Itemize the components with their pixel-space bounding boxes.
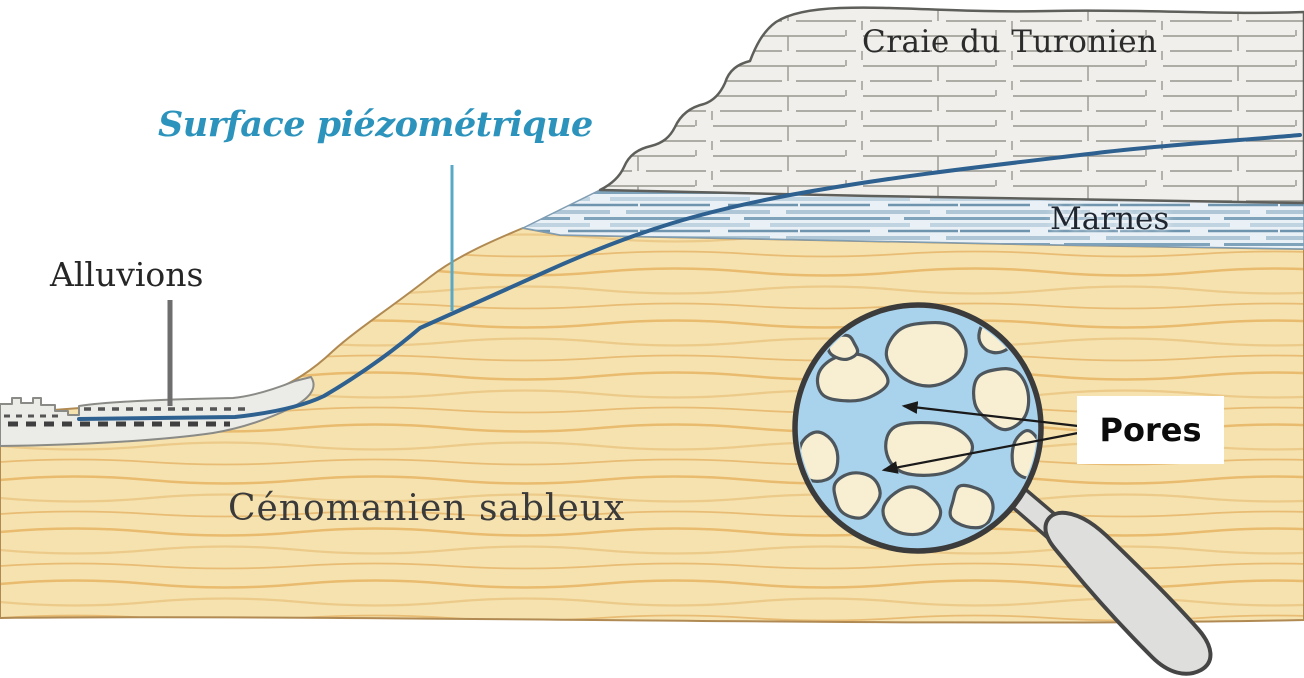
alluvium-label: Alluvions bbox=[50, 255, 204, 294]
sand-grain bbox=[972, 367, 1031, 432]
marl-label: Marnes bbox=[1050, 201, 1170, 237]
pores-arrows bbox=[881, 401, 1079, 474]
sand-grain bbox=[884, 320, 968, 388]
piezometric-label: Surface piézométrique bbox=[158, 104, 593, 145]
piezometric-surface-line bbox=[77, 133, 1302, 421]
sand-grain bbox=[815, 352, 890, 403]
sand-grain bbox=[799, 430, 840, 484]
magnifying-glass-icon bbox=[792, 302, 1213, 676]
sand-grain bbox=[881, 485, 943, 537]
sand-label: Cénomanien sableux bbox=[228, 488, 626, 529]
sand-grain bbox=[884, 420, 975, 477]
chalk-label: Craie du Turonien bbox=[862, 24, 1158, 60]
chalk-layer bbox=[598, 6, 1304, 205]
magnifier-rim bbox=[792, 302, 1044, 554]
pores-label-box: Pores bbox=[1077, 396, 1224, 464]
sand-grain bbox=[948, 483, 995, 530]
alluvium-deposit bbox=[0, 376, 315, 447]
magnifier-handle-grip bbox=[1043, 510, 1213, 676]
sand-grain bbox=[832, 471, 882, 520]
pores-label: Pores bbox=[1099, 411, 1202, 449]
